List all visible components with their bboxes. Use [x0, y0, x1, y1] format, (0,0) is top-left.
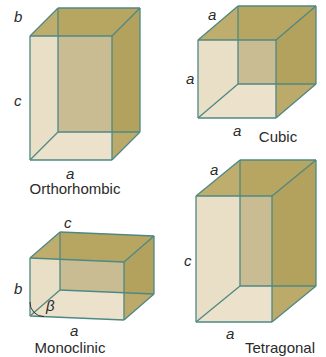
cell-edge	[239, 160, 240, 286]
cell-edge	[276, 84, 316, 118]
cell-edge	[111, 36, 112, 160]
dimension-label: β	[46, 297, 55, 314]
cell-edge	[198, 6, 238, 40]
cell-edge	[198, 117, 276, 118]
cell-edge	[315, 6, 316, 84]
top-face	[198, 6, 316, 40]
dimension-label: a	[233, 122, 241, 139]
cell-edge	[197, 40, 198, 118]
cell-edge	[59, 232, 60, 290]
cell-edge	[139, 8, 140, 132]
cell-edge	[198, 84, 238, 118]
top-face	[196, 160, 316, 196]
cell-edge	[30, 159, 112, 160]
cell-edge	[272, 160, 316, 196]
dimension-label: a	[226, 325, 234, 342]
cell-edge	[30, 8, 58, 36]
cell-edge	[237, 6, 238, 84]
cell-edge	[112, 132, 140, 160]
dimension-label: a	[186, 70, 194, 87]
cell-edge	[238, 5, 316, 6]
cell-edge	[195, 196, 196, 322]
dimension-label: a	[210, 161, 218, 178]
cell-edge	[123, 262, 124, 320]
cell-edge	[271, 196, 272, 322]
cell-edge	[240, 159, 316, 160]
cell-edge	[30, 35, 112, 36]
cell-edge	[315, 160, 316, 286]
system-name: Tetragonal	[245, 339, 315, 356]
cell-edge	[196, 160, 240, 196]
dimension-label: b	[14, 8, 22, 25]
angle-arc	[30, 302, 44, 317]
cell-edge	[58, 131, 140, 132]
dimension-label: a	[208, 6, 216, 23]
cell-edge	[196, 321, 272, 322]
cell-edge	[124, 236, 154, 262]
cell-edge	[29, 36, 30, 160]
dimension-label: a	[66, 165, 74, 182]
cell-edge	[60, 290, 154, 294]
cell-edge	[196, 195, 272, 196]
front-face	[198, 40, 276, 118]
dimension-label: c	[64, 214, 72, 231]
cell-edge	[30, 132, 58, 160]
system-name: Orthorhombic	[30, 180, 121, 197]
cell-edge	[272, 286, 316, 322]
cell-edge	[240, 285, 316, 286]
front-face	[196, 196, 272, 322]
system-name: Monoclinic	[35, 339, 106, 356]
dimension-label: c	[184, 252, 192, 269]
cell-edge	[60, 232, 154, 236]
cell-edge	[30, 232, 60, 258]
cell-edge	[275, 40, 276, 118]
front-face	[30, 36, 112, 160]
cell-edge	[112, 8, 140, 36]
dimension-label: c	[14, 92, 22, 109]
system-name: Cubic	[259, 128, 297, 145]
top-face	[30, 8, 140, 36]
cell-edge	[276, 6, 316, 40]
cell-edge	[30, 290, 60, 316]
cell-edge	[57, 8, 58, 132]
cell-edge	[30, 316, 124, 320]
cell-edge	[30, 258, 124, 262]
cell-edge	[238, 83, 316, 84]
dimension-label: b	[14, 280, 22, 297]
dimension-label: a	[70, 322, 78, 339]
cell-edge	[196, 286, 240, 322]
cell-edge	[58, 7, 140, 8]
top-face	[30, 232, 154, 262]
cell-edge	[153, 236, 154, 294]
front-face	[30, 258, 124, 320]
cell-edge	[124, 294, 154, 320]
cell-edge	[198, 39, 276, 40]
